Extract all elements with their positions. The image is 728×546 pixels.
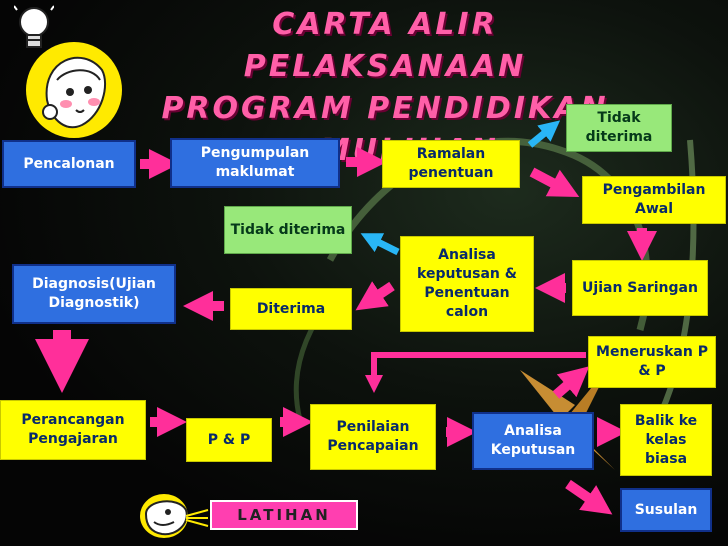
arrow-analisa-tidak-diterima: [360, 233, 400, 256]
box-p-and-p: P & P: [186, 418, 272, 462]
box-susulan: Susulan: [620, 488, 712, 532]
box-penilaian-pencapaian: Penilaian Pencapaian: [310, 404, 436, 470]
box-ujian-saringan: Ujian Saringan: [572, 260, 708, 316]
box-diterima: Diterima: [230, 288, 352, 330]
box-analisa-keputusan-penentuan: Analisa keputusan & Penentuan calon: [400, 236, 534, 332]
box-ramalan-penentuan: Ramalan penentuan: [382, 140, 520, 188]
arrow-analisa-susulan: [565, 479, 613, 515]
lightbulb-icon: [14, 5, 54, 48]
box-perancangan-pengajaran: Perancangan Pengajaran: [0, 400, 146, 460]
box-analisa-keputusan: Analisa Keputusan: [472, 412, 594, 470]
arrow-analisa-diterima: [355, 281, 395, 311]
box-meneruskan-pp: Meneruskan P & P: [588, 336, 716, 388]
arrow-meneruskan-penilaian: [365, 352, 586, 393]
box-pengambilan-awal: Pengambilan Awal: [582, 176, 726, 224]
title-line-2: PROGRAM PENDIDIKAN: [161, 91, 609, 126]
box-tidak-diterima-2: Tidak diterima: [224, 206, 352, 254]
arrow-ramalan-tidak-diterima: [527, 120, 561, 148]
box-diagnosis: Diagnosis(Ujian Diagnostik): [12, 264, 176, 324]
arrow-analisa-meneruskan: [552, 366, 590, 399]
arrow-ramalan-pengambilan: [529, 167, 580, 198]
box-pengumpulan-maklumat: Pengumpulan maklumat: [170, 138, 340, 188]
box-balik-ke-kelas-biasa: Balik ke kelas biasa: [620, 404, 712, 476]
box-tidak-diterima-1: Tidak diterima: [566, 104, 672, 152]
latihan-button[interactable]: LATIHAN: [210, 500, 358, 530]
box-pencalonan: Pencalonan: [2, 140, 136, 188]
cartoon-head-icon: [140, 494, 209, 538]
title-line-1: CARTA ALIR PELAKSANAAN: [243, 7, 527, 84]
thinking-face-icon: [26, 42, 122, 138]
